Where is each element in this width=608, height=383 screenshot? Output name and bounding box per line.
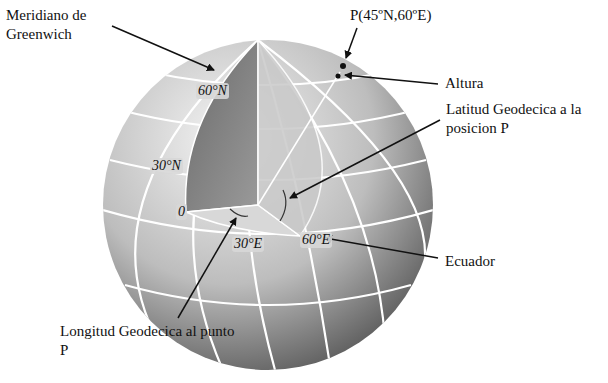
longitude-tick: 30°E <box>232 236 264 252</box>
surface-point <box>336 74 341 79</box>
point-p <box>340 63 346 69</box>
meridian-plane <box>186 40 258 212</box>
leader-lines <box>112 26 440 318</box>
callout-label: Latitud Geodecica a la posicion P <box>446 100 604 138</box>
p-meridian-plane <box>258 40 322 236</box>
latitude-arc <box>280 190 286 221</box>
callout-label: Altura <box>445 74 525 93</box>
longitude-arc <box>230 209 248 216</box>
point-label: P(45ºN,60ºE) <box>350 6 480 25</box>
latitude-tick: 60°N <box>196 83 229 99</box>
origin-tick: 0 <box>176 204 187 220</box>
callout-label: Longitud Geodecica al punto P <box>60 322 235 360</box>
sphere <box>103 40 433 370</box>
radius-line <box>258 72 340 205</box>
callout-label: Ecuador <box>445 252 565 271</box>
callout-label: Meridiano de Greenwich <box>6 6 116 44</box>
latitude-tick: 30°N <box>150 158 183 174</box>
longitude-tick: 60°E <box>300 232 332 248</box>
graticule <box>103 40 433 370</box>
